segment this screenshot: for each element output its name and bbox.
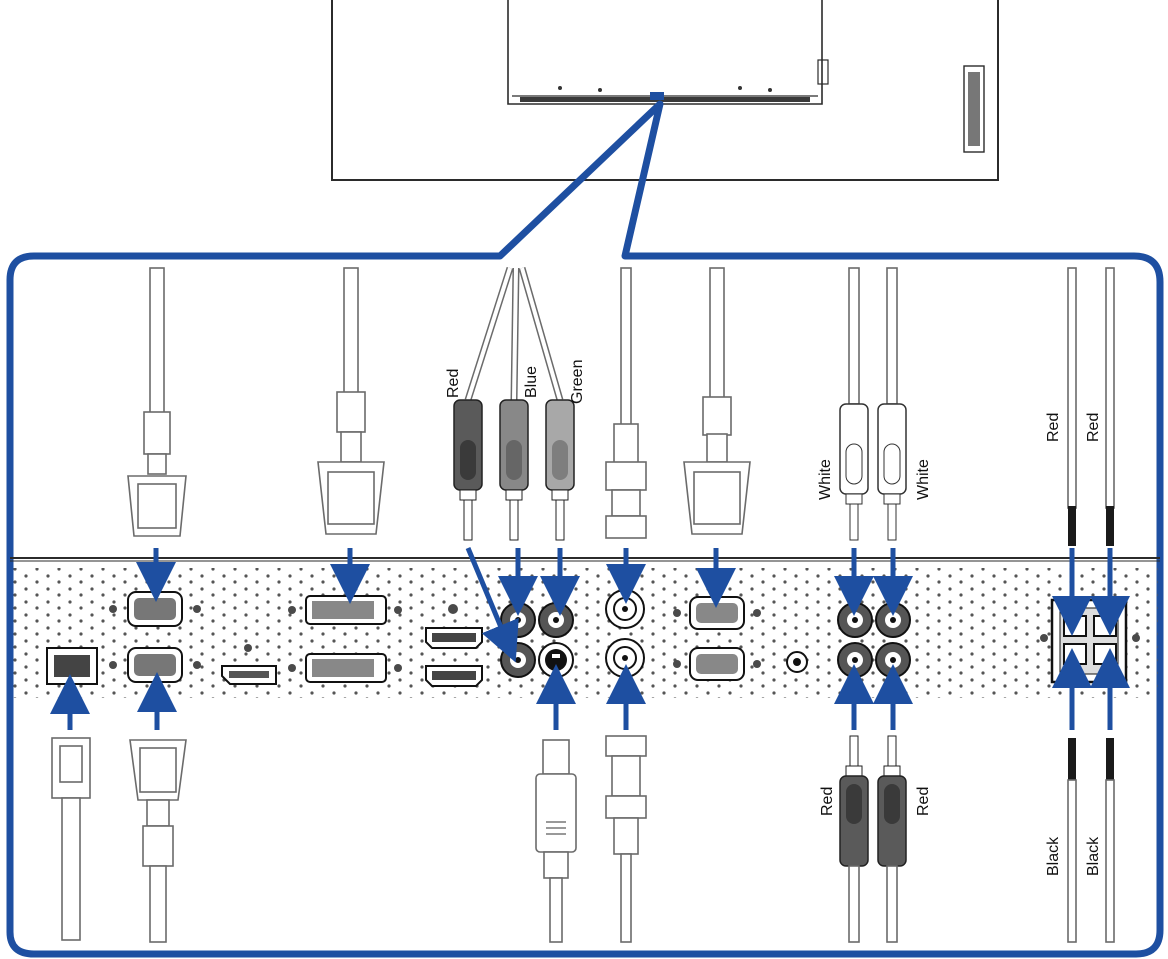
connector-panel [10,557,1160,698]
label-speaker-top-right: Red [1085,413,1102,442]
component-plug-green [545,399,575,541]
label-audio-out-right: Red [915,787,932,816]
monitor-rear-view [331,0,999,181]
speaker-terminal-block [1040,598,1140,684]
label-component-red: Red [445,369,462,398]
audio-mini-jack [786,651,808,673]
audio-cable-bottom: Red Red [819,735,932,943]
audio-plug-white-left [839,403,869,541]
svideo-port [538,642,574,678]
component-cable: Red Blue Green [445,266,586,541]
label-speaker-bottom-right: Black [1085,836,1102,876]
component-plug-red [453,399,483,541]
bnc-port-bottom [605,638,645,678]
vga-cable-top [127,267,187,537]
speaker-wires-top: Red Red [1045,267,1115,546]
callout-frame [6,100,1164,958]
monitor-bottom-port-strip [507,0,823,105]
dvi-port-bottom [288,653,402,683]
rj45-port [46,647,98,685]
component-plug-blue [499,399,529,541]
audio-cable-top: White White [817,267,932,541]
connection-arrows [50,547,1130,730]
label-speaker-top-left: Red [1045,413,1062,442]
vga-port-top [127,591,183,627]
vga-port-bottom [127,647,183,683]
bnc-port-top [605,589,645,629]
speaker-wires-bottom: Black Black [1045,738,1115,943]
label-audio-in-left: White [817,459,834,500]
dvi-cable-top [317,267,385,535]
dvi-port-top [288,595,402,625]
label-component-blue: Blue [523,366,540,398]
lan-cable [51,737,91,941]
vga-out-port-bottom [673,647,761,681]
hdmi-port-bottom [425,665,483,687]
bnc-cable-top [605,267,647,539]
audio-plug-white-right [877,403,907,541]
label-audio-out-left: Red [819,787,836,816]
arrow-down-icon [465,547,519,663]
displayport-port [221,644,277,685]
bnc-cable-bottom [605,735,647,943]
label-audio-in-right: White [915,459,932,500]
vga-cable-right [683,267,751,535]
label-speaker-bottom-left: Black [1045,836,1062,876]
monitor-side-panel [963,65,985,153]
vga-cable-bottom [129,739,187,943]
label-component-green: Green [569,360,586,404]
svideo-cable [535,739,577,943]
